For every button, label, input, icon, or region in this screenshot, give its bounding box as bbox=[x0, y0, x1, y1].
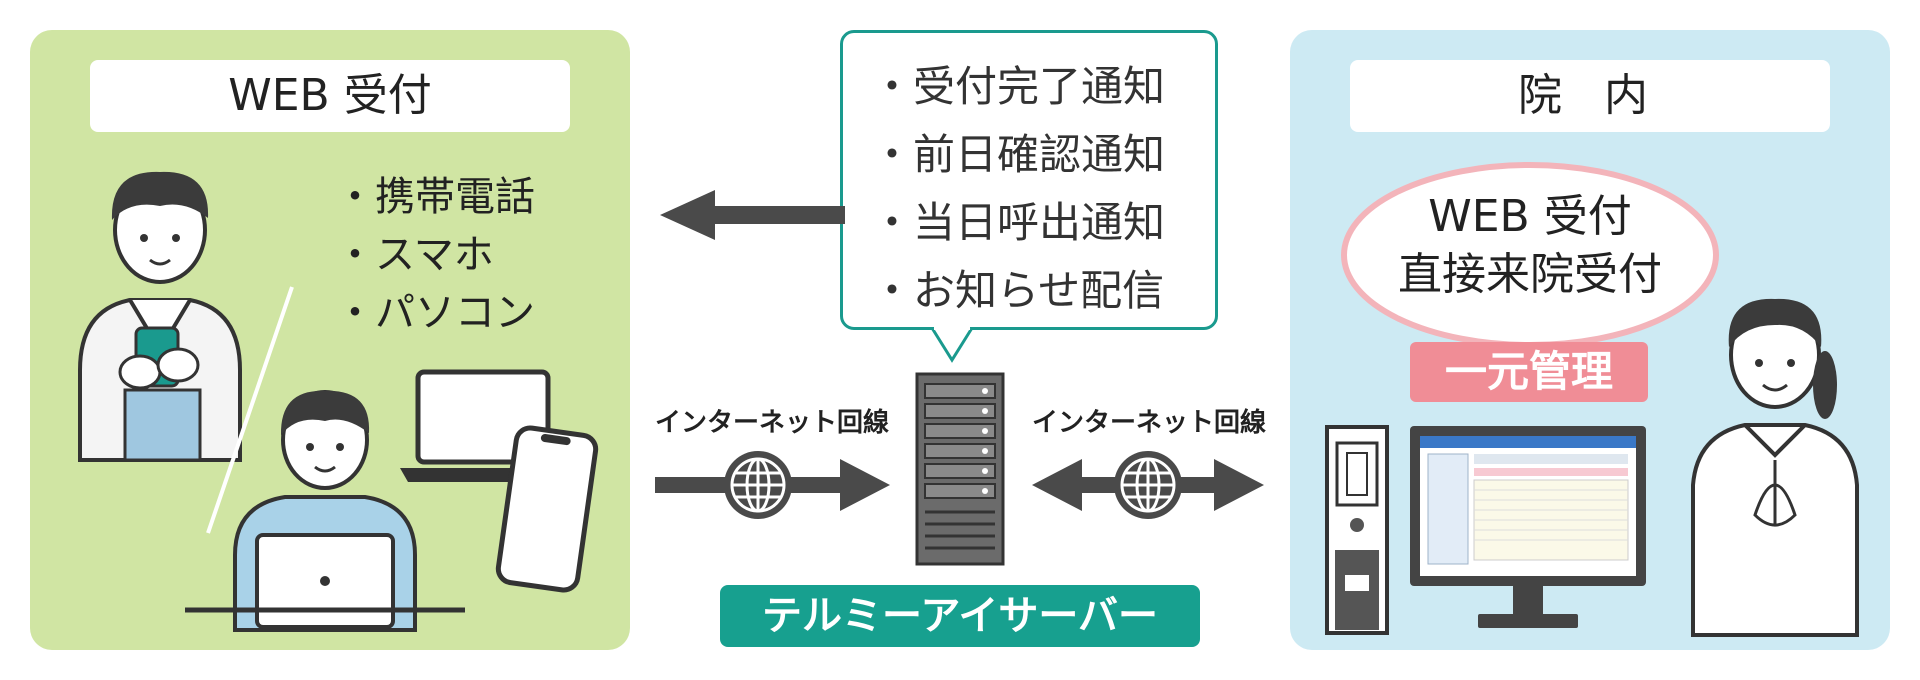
server-name-label: テルミーアイサーバー bbox=[720, 585, 1200, 647]
notification-bubble: 受付完了通知 前日確認通知 当日呼出通知 お知らせ配信 bbox=[840, 30, 1218, 330]
device-item-mobile: 携帯電話 bbox=[335, 168, 535, 226]
notification-item: 受付完了通知 bbox=[871, 53, 1215, 121]
divider-line bbox=[206, 286, 294, 534]
nurse-icon bbox=[1691, 298, 1859, 637]
globe-icon bbox=[1114, 451, 1182, 519]
ellipse-line-direct: 直接来院受付 bbox=[1398, 249, 1662, 300]
notification-item: 当日呼出通知 bbox=[871, 189, 1215, 257]
reception-types: WEB 受付 直接来院受付 bbox=[1340, 188, 1720, 304]
bubble-tail bbox=[930, 326, 974, 363]
internet-line-label-right: インターネット回線 bbox=[1032, 408, 1267, 438]
device-item-pc: パソコン bbox=[335, 284, 535, 342]
globe-icon bbox=[724, 451, 792, 519]
unified-management-badge: 一元管理 bbox=[1410, 342, 1648, 402]
web-reception-title: WEB 受付 bbox=[90, 60, 570, 132]
device-item-smartphone: スマホ bbox=[335, 226, 535, 284]
ellipse-line-web: WEB 受付 bbox=[1428, 191, 1632, 242]
internet-line-label-left: インターネット回線 bbox=[655, 408, 890, 438]
notification-item: 前日確認通知 bbox=[871, 121, 1215, 189]
arrow-left-icon bbox=[660, 190, 845, 240]
monitor-icon bbox=[1410, 426, 1646, 628]
smartphone-icon bbox=[495, 425, 599, 593]
device-list: 携帯電話 スマホ パソコン bbox=[335, 168, 535, 342]
notification-item: お知らせ配信 bbox=[871, 257, 1215, 325]
server-rack-icon bbox=[915, 372, 1005, 566]
person-with-laptop-icon bbox=[185, 390, 465, 632]
in-hospital-title: 院 内 bbox=[1350, 60, 1830, 132]
desktop-tower-icon bbox=[1325, 425, 1389, 635]
person-with-phone-icon bbox=[78, 171, 242, 462]
